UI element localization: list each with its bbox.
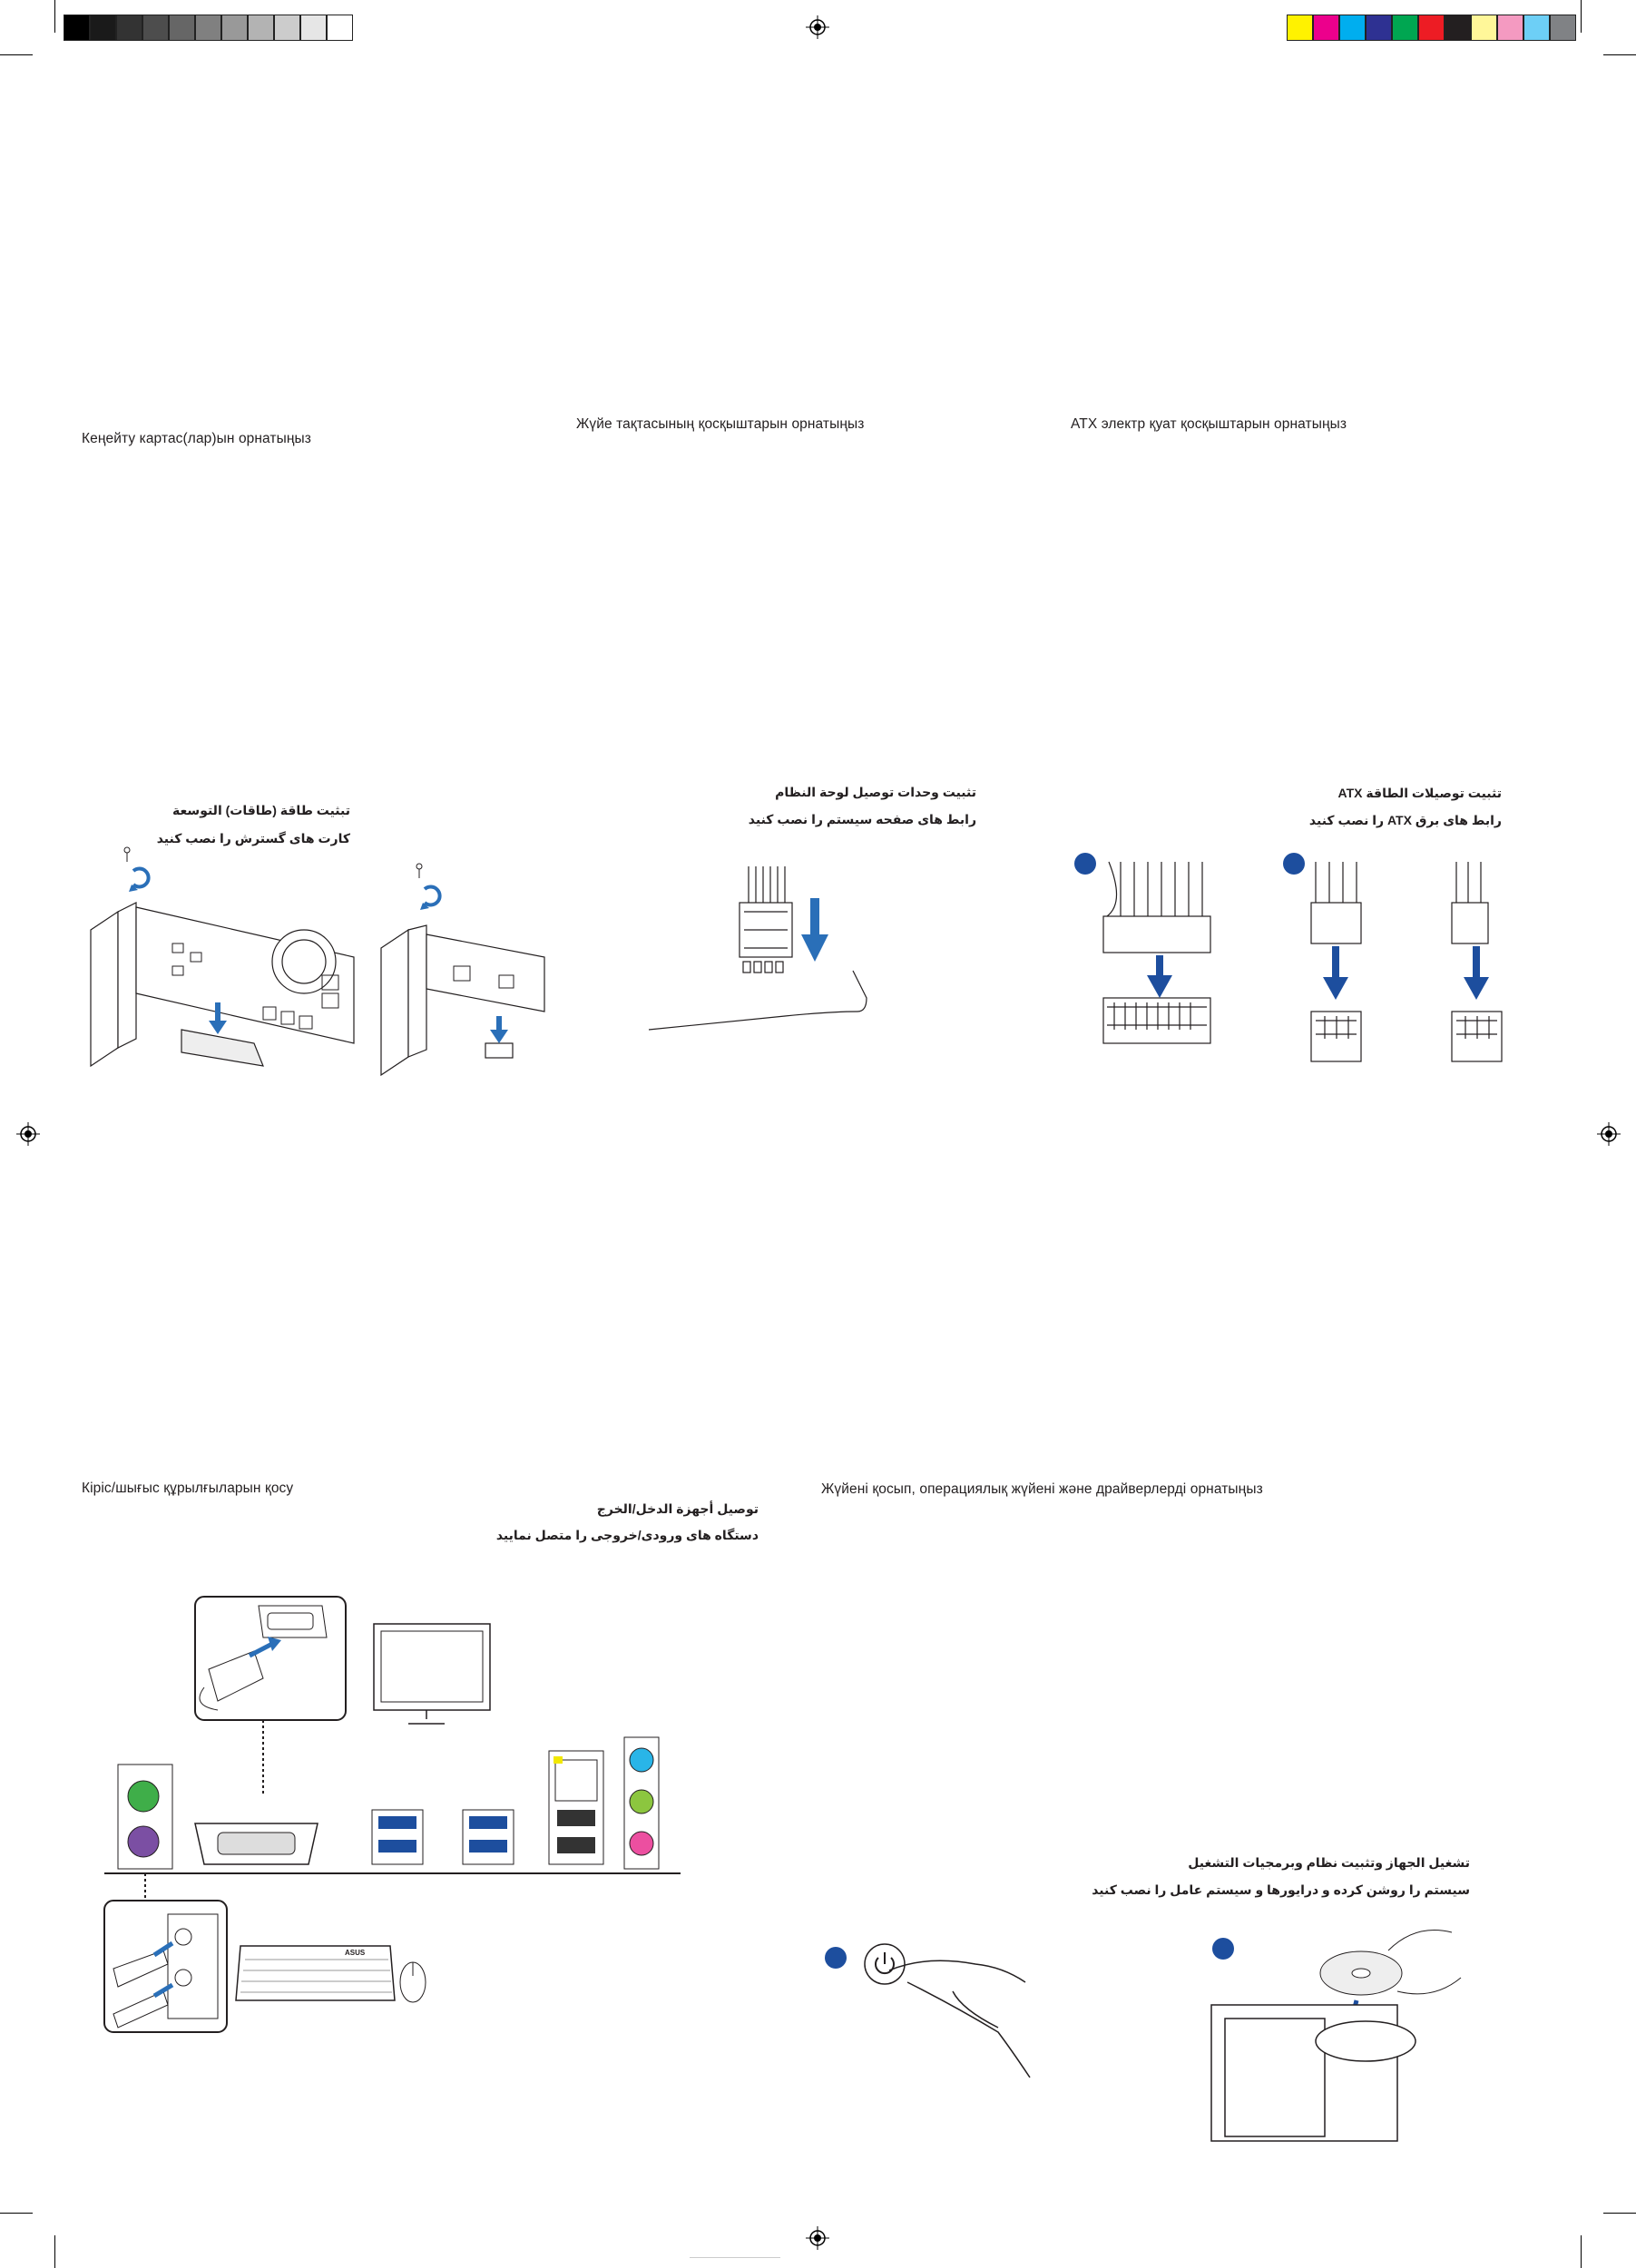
panel-heading: Жүйе тақтасының қосқыштарын орнатыңыз <box>576 416 865 432</box>
color-swatch <box>1550 15 1576 41</box>
crop-mark <box>54 0 55 33</box>
color-swatch <box>1339 15 1366 41</box>
color-swatch <box>1392 15 1418 41</box>
color-swatch <box>116 15 142 41</box>
expansion-fa-line2: کارت های گسترش را نصب کنید <box>156 831 350 846</box>
color-swatch <box>1497 15 1523 41</box>
io-fa-line2: دستگاه های ورودی/خروجی را متصل نمایید <box>495 1528 759 1542</box>
power-button-icon <box>864 1943 906 1985</box>
atx-fa-line2: رابط های برق ATX را نصب کنید <box>1308 813 1502 827</box>
color-swatch <box>1471 15 1497 41</box>
color-swatch <box>221 15 248 41</box>
registration-target-icon <box>16 1122 40 1146</box>
color-swatch <box>64 15 90 41</box>
os-fa-line1: تشغيل الجهاز وتثبيت نظام وبرمجيات التشغي… <box>1188 1855 1470 1870</box>
footer-rule <box>690 2257 780 2258</box>
color-swatch <box>248 15 274 41</box>
crop-mark <box>1603 2213 1636 2214</box>
audio-jack-icon <box>623 1736 660 1870</box>
atx-heading: ATX электр қуат қосқыштарын орнатыңыз <box>1071 416 1347 432</box>
expansion-heading: Кеңейту картас(лар)ын орнатыңыз <box>82 431 311 446</box>
atx-fa-line1: تثبيت توصيلات الطاقة ATX <box>1337 786 1502 800</box>
monitor-icon <box>373 1623 491 1725</box>
io-fa-line1: توصيل أجهزة الدخل/الخرج <box>596 1501 759 1516</box>
crop-mark <box>1581 2235 1582 2268</box>
io-ports-illustration: ASUS <box>103 1596 681 2033</box>
expansion-fa-line1: تبثیت طاقة (طاقات) التوسعة <box>172 803 350 817</box>
usb-port-icon <box>371 1809 514 1865</box>
ps2-port-icon <box>117 1764 173 1870</box>
color-swatch <box>1418 15 1445 41</box>
crop-mark <box>54 2235 55 2268</box>
keyboard-icon: ASUS <box>235 1945 396 2001</box>
registration-target-icon <box>806 2226 829 2250</box>
vga-connector-icon <box>199 1605 328 1711</box>
asus-logo: ASUS <box>345 1949 366 1957</box>
io-heading: Кіріс/шығыс құрылғыларын қосу <box>82 1481 294 1496</box>
optical-disc-icon <box>1319 1930 1462 1996</box>
registration-target-icon <box>1597 1122 1621 1146</box>
color-swatch <box>327 15 353 41</box>
color-swatch <box>1366 15 1392 41</box>
panel-connector-illustration <box>648 866 867 1031</box>
color-swatch <box>195 15 221 41</box>
panel-fa-line1: تثبيت وحدات توصيل لوحة النظام <box>775 785 976 799</box>
atx-power-illustration <box>1074 853 1503 1062</box>
color-swatch <box>1445 15 1471 41</box>
os-heading: Жүйені қосып, операциялық жүйені және др… <box>821 1481 1263 1497</box>
color-swatch <box>300 15 327 41</box>
power-on-illustration <box>825 1930 1462 2142</box>
crop-mark <box>0 2213 33 2214</box>
color-swatch <box>1313 15 1339 41</box>
os-fa-line2: سیستم را روشن کرده و درایورها و سیستم عا… <box>1092 1882 1470 1897</box>
crop-mark <box>1581 0 1582 33</box>
mouse-icon <box>399 1961 426 2003</box>
color-swatch <box>169 15 195 41</box>
registration-target-icon <box>806 15 829 39</box>
crop-mark <box>1603 54 1636 55</box>
color-swatch <box>1287 15 1313 41</box>
color-swatch <box>274 15 300 41</box>
color-swatch <box>90 15 116 41</box>
expansion-card-illustration <box>90 846 545 1077</box>
color-swatch <box>1523 15 1550 41</box>
color-swatch <box>142 15 169 41</box>
panel-fa-line2: رابط های صفحه سیستم را نصب کنید <box>748 812 976 826</box>
lan-port-icon <box>548 1750 604 1865</box>
vga-port <box>194 1823 318 1865</box>
crop-mark <box>0 54 33 55</box>
